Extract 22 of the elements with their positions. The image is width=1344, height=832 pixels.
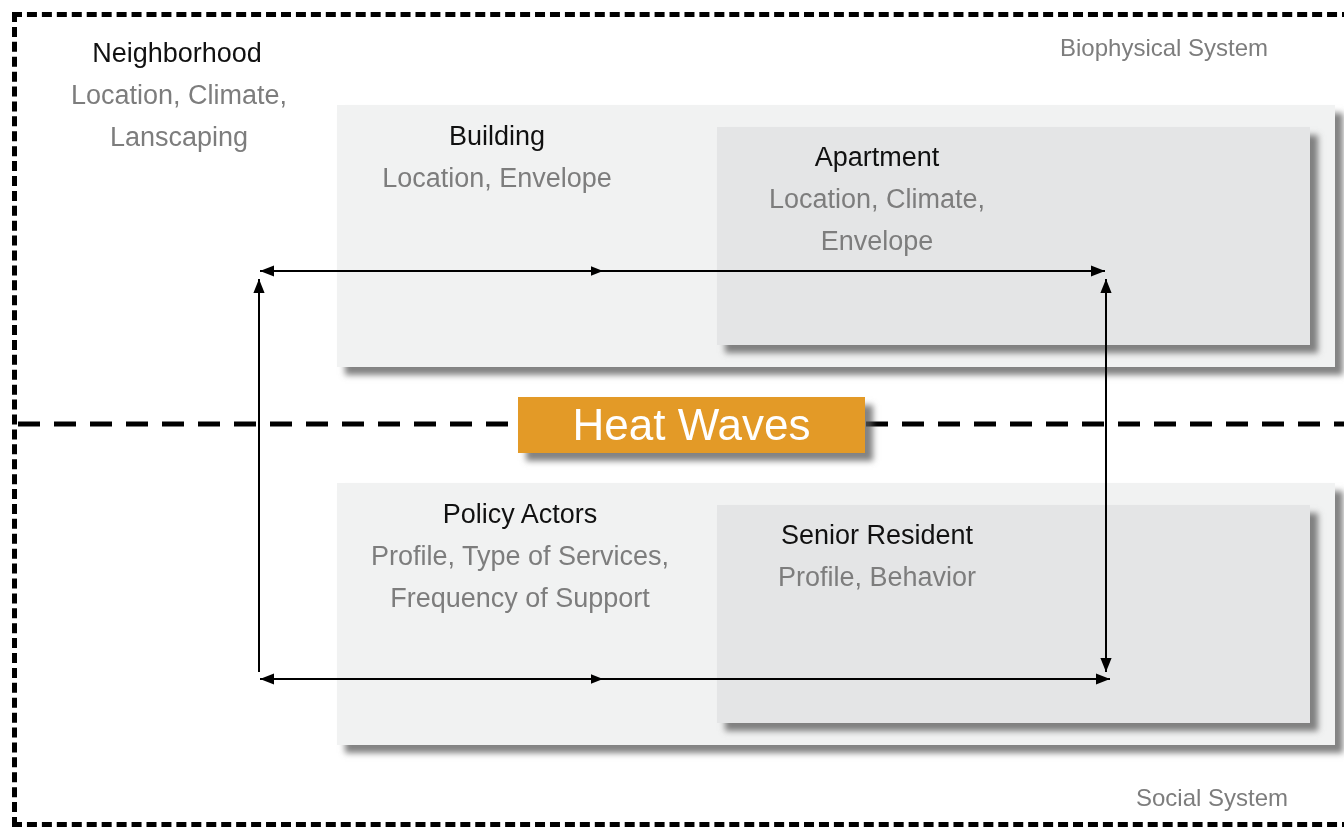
node-heading: Building — [447, 120, 547, 153]
apartment-box — [717, 127, 1310, 345]
node-attributes: Location, Envelope — [381, 162, 613, 195]
node-attributes: Profile, Behavior — [776, 561, 978, 594]
system-label: Social System — [1136, 784, 1289, 812]
system-label: Biophysical System — [1060, 34, 1269, 62]
arrow — [259, 673, 1111, 685]
node-heading: Neighborhood — [91, 37, 263, 70]
node-heading: Senior Resident — [779, 519, 975, 552]
policy-actors-box — [337, 483, 1335, 745]
building-box — [337, 105, 1335, 367]
node-heading: Policy Actors — [441, 498, 599, 531]
arrow — [1100, 278, 1112, 673]
system-boundary-box — [12, 12, 1344, 827]
senior-resident-box — [717, 505, 1310, 723]
node-attributes: Profile, Type of Services, Frequency of Support — [369, 540, 671, 615]
arrow — [259, 265, 1106, 277]
node-attributes: Location, Climate, Envelope — [767, 183, 987, 258]
node-heading: Apartment — [813, 141, 941, 174]
heat-waves-box — [518, 397, 865, 453]
title-label: Heat Waves — [571, 399, 812, 451]
node-attributes: Location, Climate, Lanscaping — [69, 79, 289, 154]
